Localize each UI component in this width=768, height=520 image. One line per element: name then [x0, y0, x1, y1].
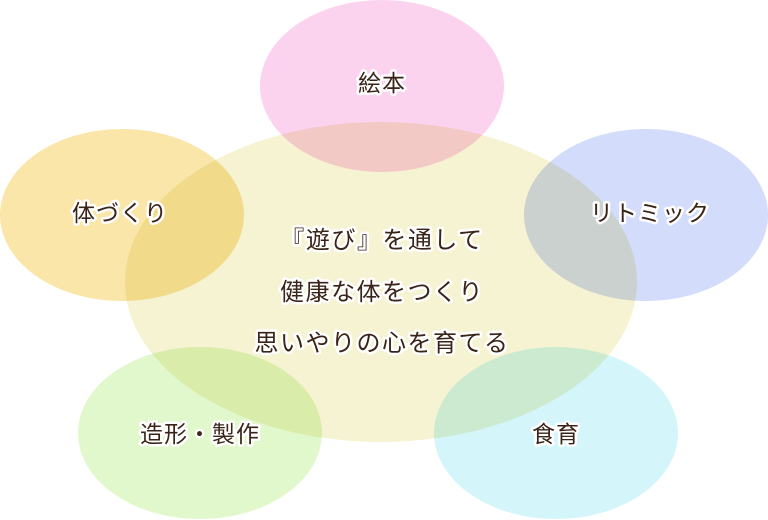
node-shokuiku-label: 食育: [532, 422, 580, 448]
center-line-2: 健康な体をつくり: [280, 278, 484, 306]
node-shokuiku-ellipse: [434, 347, 678, 519]
node-zoukei-label: 造形・製作: [140, 422, 260, 448]
center-line-1: 『遊び』を通して: [280, 226, 483, 254]
node-zoukei-ellipse: [78, 347, 322, 519]
node-rhythmic-label: リトミック: [590, 201, 710, 227]
node-ehon-ellipse: [260, 0, 504, 172]
center-line-3: 思いやりの心を育てる: [255, 329, 510, 357]
node-ehon-label: 絵本: [358, 71, 406, 97]
node-karadazukuri-ellipse: [0, 129, 244, 301]
node-rhythmic-ellipse: [524, 129, 768, 301]
node-karadazukuri-label: 体づくり: [72, 201, 168, 227]
